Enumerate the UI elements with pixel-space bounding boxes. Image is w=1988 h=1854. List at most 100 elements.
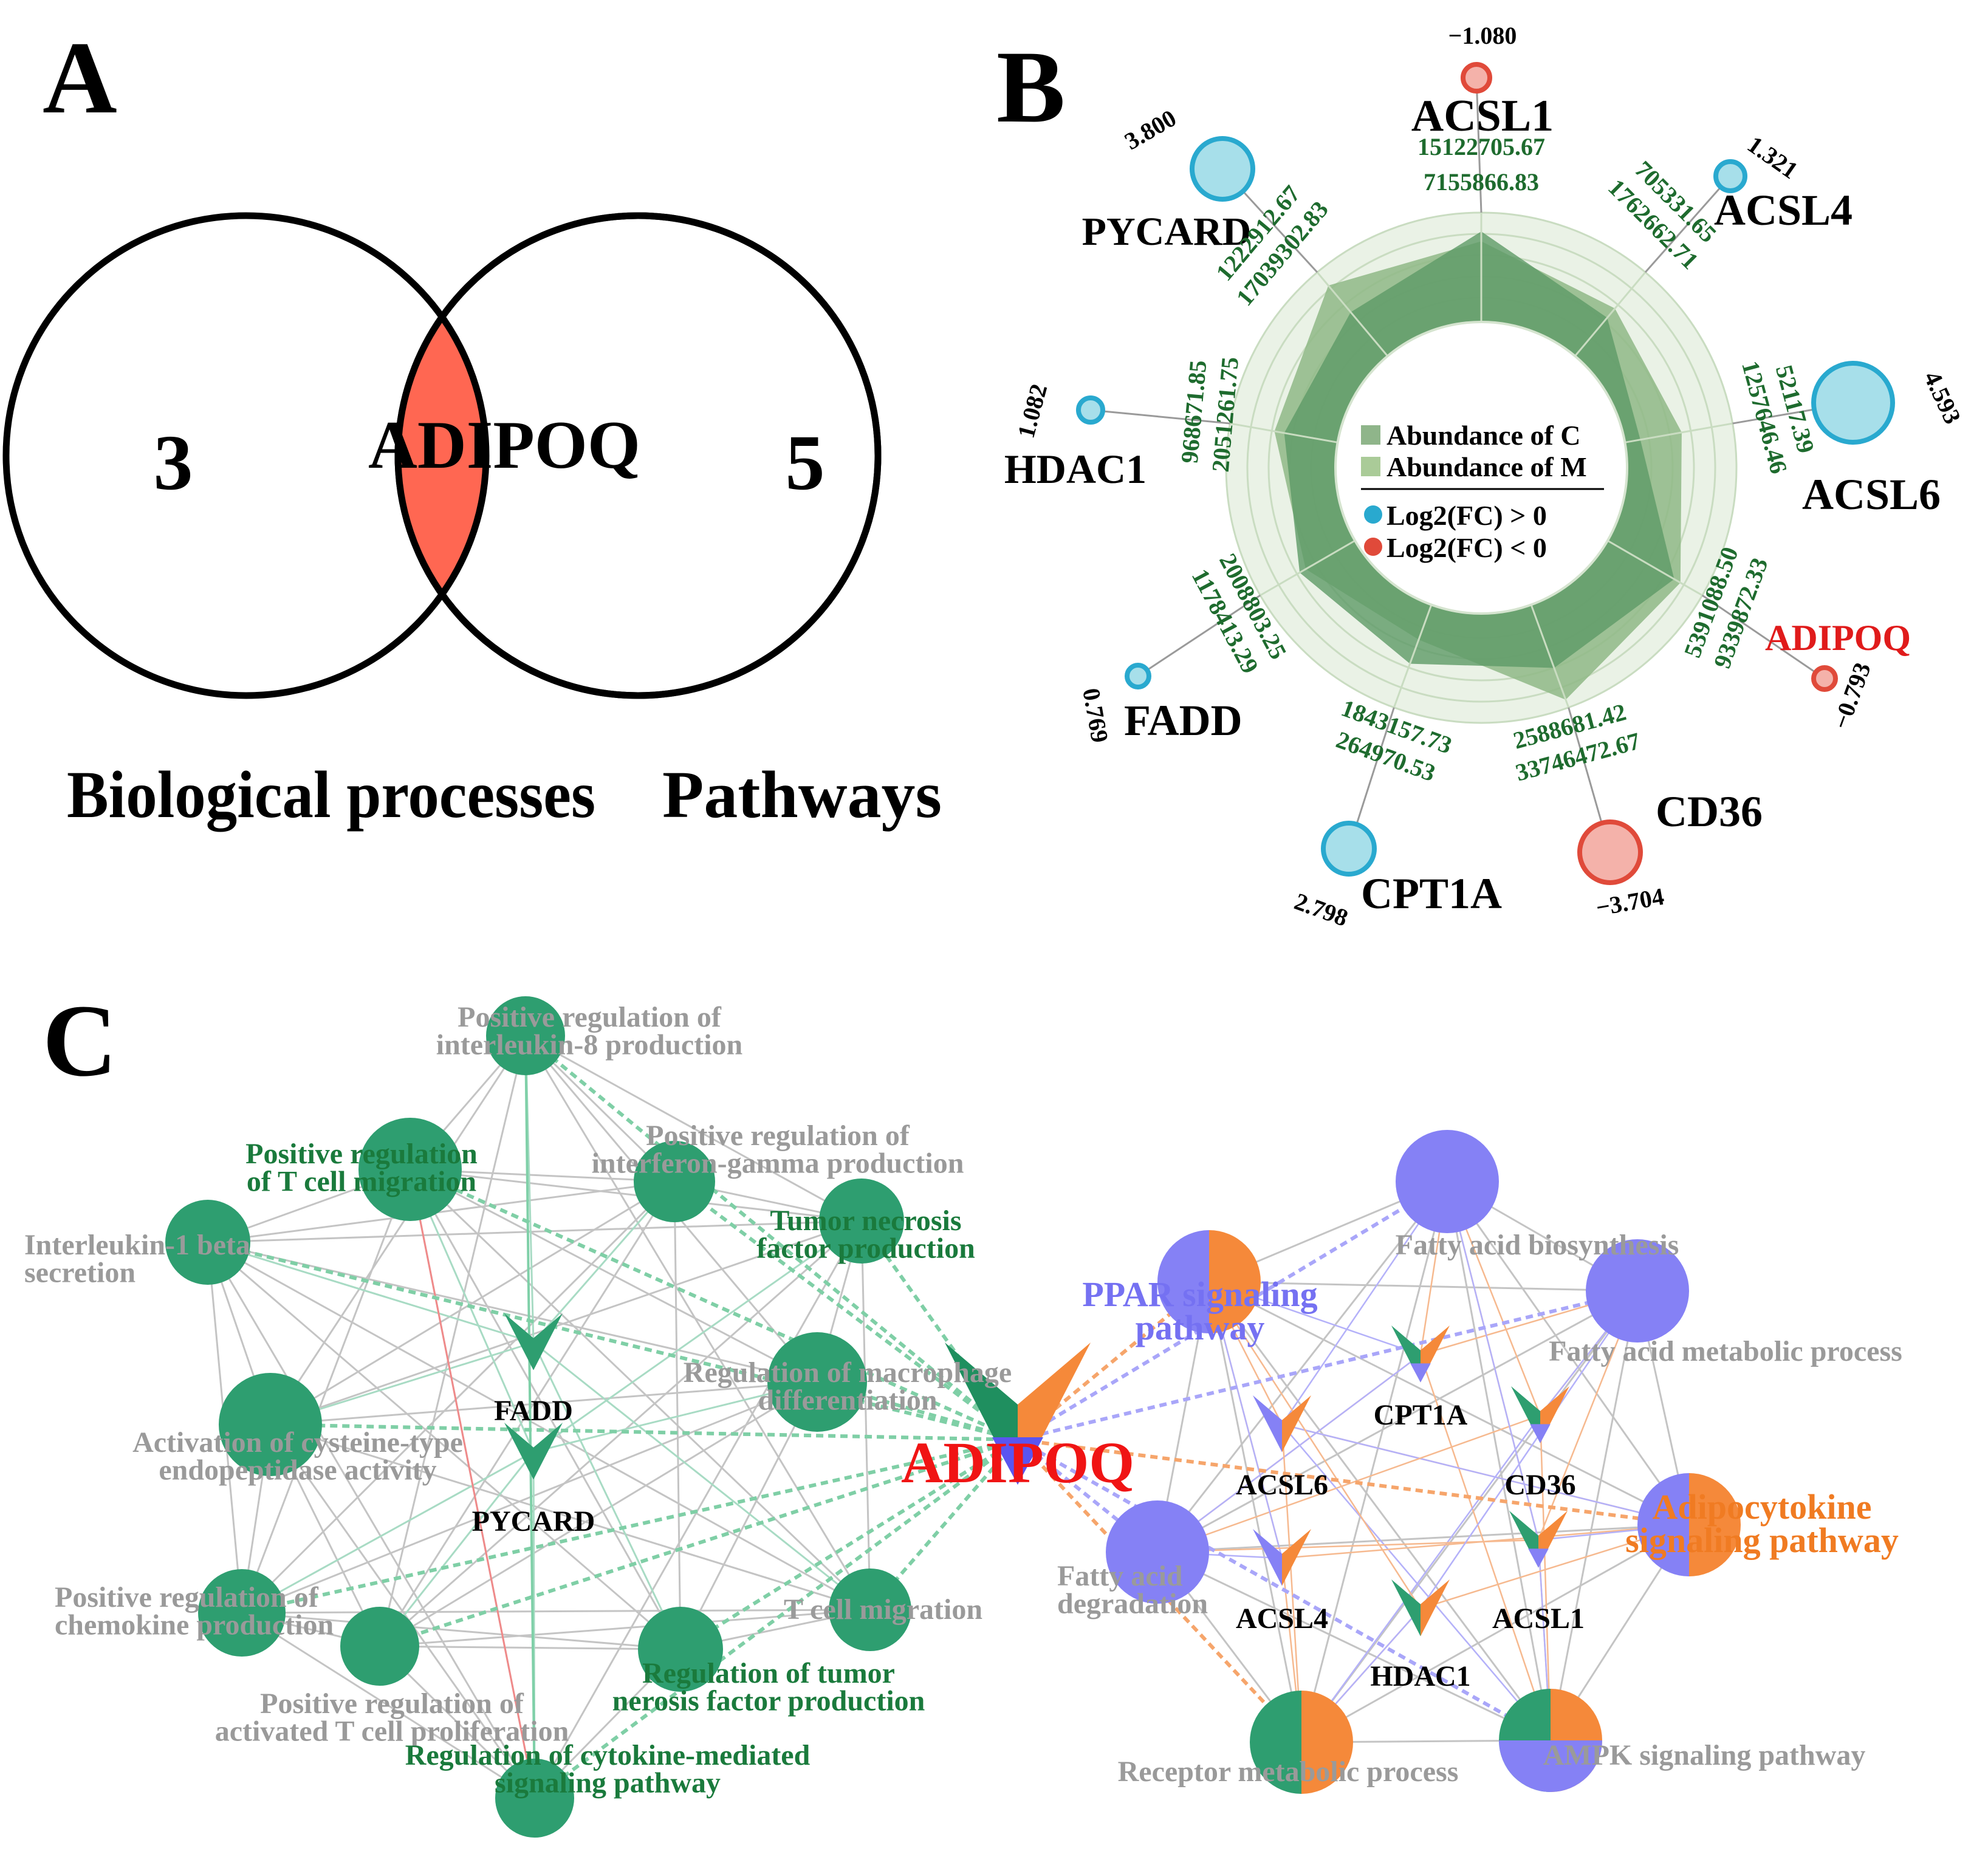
radar-spoke [1393, 604, 1433, 708]
network-edge [1539, 1415, 1552, 1741]
hub-edge [533, 1438, 1019, 1800]
network-edge [1157, 1354, 1421, 1553]
panel-a-venn: A 3 5 ADIPOQ Biological processes Pathwa… [2, 21, 942, 832]
process-label: nerosis factor production [612, 1685, 925, 1717]
gene-name-label: CPT1A [1361, 869, 1502, 918]
gene-label: PYCARD [472, 1505, 595, 1538]
network-edge [1281, 1424, 1551, 1741]
fold-change-bubble [1811, 361, 1895, 445]
abundance-m-value: 7155866.83 [1424, 168, 1539, 196]
process-node[interactable] [819, 1178, 904, 1264]
process-node[interactable] [165, 1200, 250, 1285]
abundance-c-value: 968671.85 [1176, 359, 1212, 464]
fold-change-bubble [1461, 62, 1492, 94]
gene-node-acsl4[interactable] [1253, 1529, 1311, 1586]
hub-node-adipoq[interactable] [945, 1343, 1091, 1485]
radar-spoke [1316, 272, 1388, 357]
process-node[interactable] [198, 1569, 286, 1657]
pathway-node[interactable] [1637, 1473, 1741, 1576]
pathway-label: AMPK signaling pathway [1543, 1739, 1866, 1771]
network-edge [1208, 1281, 1690, 1526]
pathway-node[interactable] [1499, 1689, 1602, 1792]
network-edge [1156, 1181, 1448, 1553]
network-edge [379, 1609, 871, 1647]
network-edge [524, 1035, 871, 1610]
gene-label: CPT1A [1374, 1399, 1468, 1431]
hub-edge [524, 1034, 1019, 1442]
biological-processes-circle [2, 212, 490, 699]
pathways-circle-outline [394, 212, 882, 699]
network-edge [525, 1035, 862, 1222]
network-edge [241, 1451, 534, 1614]
network-edge [1419, 1354, 1552, 1741]
network-edge [207, 1220, 862, 1243]
network-edge [269, 1035, 527, 1425]
gene-node-cpt1a[interactable] [1391, 1326, 1450, 1383]
hub-edge [409, 1168, 1019, 1442]
network-edge [379, 1645, 681, 1650]
pathway-node[interactable] [1250, 1691, 1353, 1794]
network-edge [409, 1169, 536, 1799]
process-label: interferon-gamma production [592, 1148, 964, 1180]
process-node[interactable] [486, 996, 565, 1075]
legend-dot-down [1364, 538, 1382, 556]
process-label: differentiation [758, 1384, 937, 1417]
hub-label: ADIPOQ [901, 1430, 1134, 1495]
network-edge [533, 1220, 862, 1453]
process-node[interactable] [495, 1759, 574, 1838]
process-label: Positive regulation [245, 1138, 478, 1170]
panel-c-letter: C [43, 983, 117, 1098]
gene-leader-line [1701, 594, 1825, 680]
pathway-node[interactable] [1106, 1500, 1209, 1604]
fold-change-bubble [1811, 665, 1838, 692]
pathway-node[interactable] [1396, 1130, 1499, 1233]
network-edge [410, 1168, 862, 1222]
hub-edge [270, 1423, 1018, 1442]
network-edge [524, 1035, 536, 1799]
pathway-node[interactable] [1157, 1230, 1261, 1333]
network-edge [1446, 1181, 1690, 1525]
process-label: Activation of cysteine-type [132, 1426, 463, 1459]
network-edge [1157, 1539, 1539, 1553]
process-node[interactable] [638, 1607, 723, 1692]
network-edge [270, 1423, 871, 1611]
gene-node-acsl1[interactable] [1509, 1511, 1568, 1568]
network-edge [207, 1242, 536, 1799]
pathways-label: Pathways [662, 758, 942, 832]
process-node[interactable] [829, 1568, 911, 1651]
process-node[interactable] [219, 1373, 322, 1476]
process-node[interactable] [634, 1141, 715, 1222]
gene-leader-line [1475, 77, 1482, 213]
process-node[interactable] [767, 1332, 867, 1432]
network-edge [1549, 1290, 1639, 1741]
gene-name-label: ADIPOQ [1765, 618, 1911, 658]
gene-node-acsl6[interactable] [1253, 1395, 1311, 1452]
network-edge [379, 1381, 818, 1647]
fold-change-bubble [1577, 819, 1643, 885]
process-label: endopeptidase activity [159, 1454, 436, 1486]
process-node[interactable] [340, 1607, 419, 1686]
gene-node-hdac1[interactable] [1391, 1579, 1450, 1637]
gene-node-fadd[interactable] [504, 1313, 563, 1370]
log2fc-label: 0.769 [1077, 686, 1114, 744]
pathway-node[interactable] [1586, 1239, 1689, 1343]
panel-a-letter: A [43, 21, 117, 135]
biological-processes-label: Biological processes [67, 758, 595, 832]
hub-edge [241, 1438, 1018, 1615]
gene-node-cd36[interactable] [1511, 1386, 1569, 1443]
process-node[interactable] [358, 1118, 462, 1221]
legend-fc-down: Log2(FC) < 0 [1386, 532, 1547, 563]
pathway-label: signaling pathway [1625, 1520, 1899, 1560]
fold-change-bubble [1321, 821, 1377, 877]
process-label: Regulation of tumor [642, 1657, 895, 1689]
network-edge [1281, 1423, 1690, 1526]
gene-leader-line [1644, 176, 1732, 273]
network-edge [241, 1609, 871, 1614]
gene-label: ACSL1 [1492, 1603, 1585, 1635]
fold-change-bubble [1076, 395, 1105, 425]
gene-node-pycard[interactable] [504, 1423, 563, 1480]
